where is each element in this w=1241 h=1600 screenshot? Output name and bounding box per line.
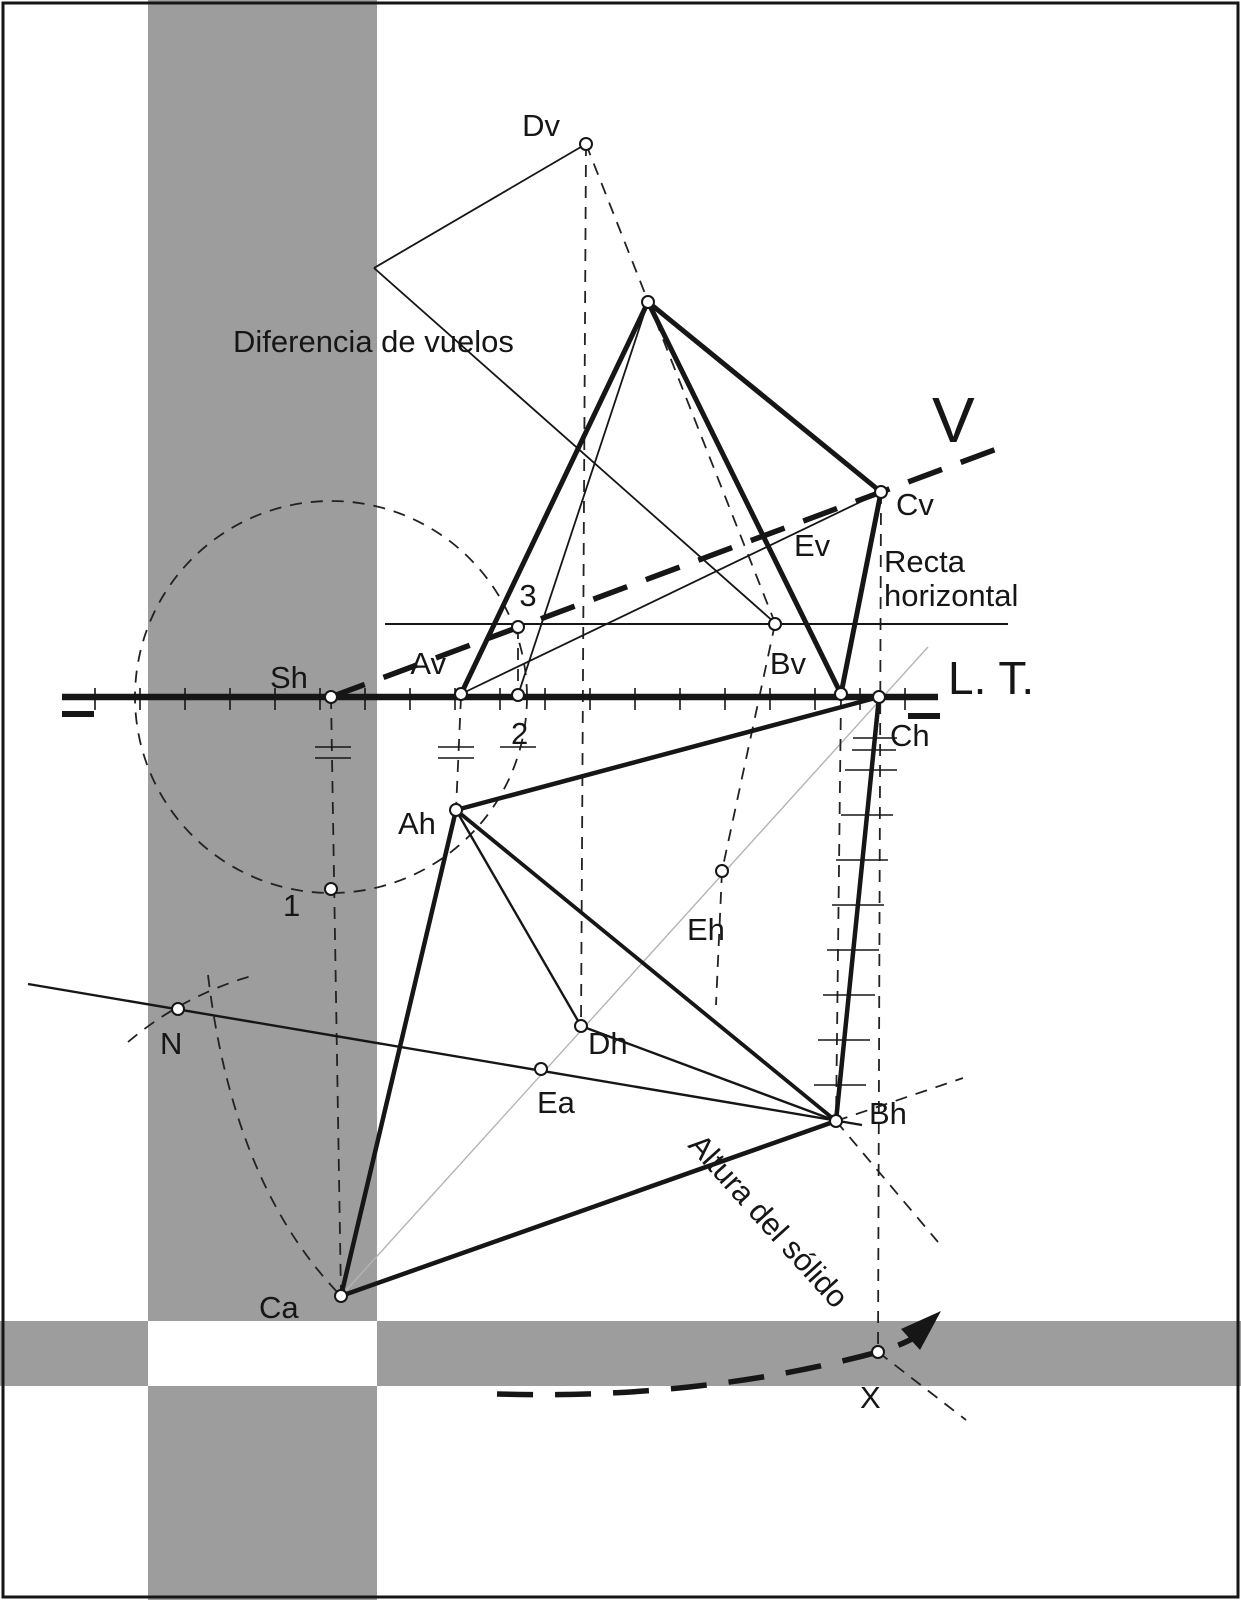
horizontal-projection-edges xyxy=(338,694,882,1299)
label-bv: Bv xyxy=(770,646,807,681)
edge-apex-bv xyxy=(645,300,844,696)
marker-p1 xyxy=(324,882,338,896)
arc-near-n xyxy=(127,974,256,1043)
label-p3: 3 xyxy=(519,578,536,613)
marker-n xyxy=(171,1002,185,1016)
av-cv-line xyxy=(460,491,882,695)
marker-bv xyxy=(834,687,848,701)
label-v-axis: V xyxy=(932,384,975,456)
n-line xyxy=(27,982,863,1127)
label-dv: Dv xyxy=(522,108,560,143)
v-axis-line xyxy=(330,444,1003,700)
label-p2: 2 xyxy=(511,716,528,751)
label-eh: Eh xyxy=(687,912,725,947)
marker-bh xyxy=(829,1114,843,1128)
label-ca: Ca xyxy=(259,1290,299,1325)
edge-apex-av xyxy=(458,300,651,696)
edge-ah-bh xyxy=(454,808,838,1123)
marker-apex xyxy=(641,295,655,309)
altura-rotation-arc xyxy=(496,1311,941,1398)
bv-bh-projection xyxy=(835,696,842,1122)
label-recta-1: Recta xyxy=(884,544,966,579)
label-av: Av xyxy=(410,646,446,681)
marker-ev xyxy=(768,617,782,631)
edge-ch-bh xyxy=(833,696,882,1122)
av-ah-projection xyxy=(455,696,462,811)
vertical-projection-edges xyxy=(458,300,884,696)
label-dh: Dh xyxy=(588,1026,628,1061)
arc-into-ca xyxy=(207,974,342,1297)
marker-av xyxy=(454,687,468,701)
label-altura: Altura del sólido xyxy=(682,1127,856,1314)
marker-ca xyxy=(334,1289,348,1303)
sh-ca-projection xyxy=(330,696,342,1297)
marker-p2 xyxy=(511,688,525,702)
marker-ea xyxy=(534,1062,548,1076)
marker-sh xyxy=(324,690,338,704)
marker-dv xyxy=(579,137,593,151)
label-ground-line: L. T. xyxy=(948,652,1034,704)
label-ev: Ev xyxy=(794,528,831,563)
label-x: X xyxy=(860,1380,881,1415)
bh-ray-upper xyxy=(835,1077,964,1122)
edge-dh-bh xyxy=(580,1024,837,1123)
edge-apex-cv xyxy=(646,300,883,494)
marker-x xyxy=(871,1345,885,1359)
label-sh: Sh xyxy=(270,660,308,695)
marker-ch xyxy=(872,690,886,704)
arrowhead-icon xyxy=(901,1311,941,1350)
thin-solid-lines xyxy=(27,143,1008,1127)
label-ch: Ch xyxy=(890,718,930,753)
eh-extension xyxy=(715,870,723,1006)
label-p1: 1 xyxy=(283,888,300,923)
marker-eh xyxy=(715,864,729,878)
dv-dh-projection xyxy=(580,143,587,1029)
dv-ev-dashed xyxy=(585,143,776,624)
label-ea: Ea xyxy=(537,1085,576,1120)
edge-ah-ch xyxy=(455,694,880,813)
x-extension xyxy=(877,1351,967,1421)
diferencia-segment xyxy=(373,267,776,624)
cv-ch-x-projection xyxy=(877,491,882,1353)
label-n: N xyxy=(160,1026,182,1061)
label-ah: Ah xyxy=(398,806,436,841)
light-axis-line xyxy=(340,646,929,1297)
dv-left-edge xyxy=(373,143,587,269)
band-intersection-gap xyxy=(148,1321,377,1386)
marker-dh xyxy=(574,1019,588,1033)
edge-ca-bh xyxy=(340,1118,837,1299)
point-markers xyxy=(171,137,888,1359)
edge-ah-ca xyxy=(338,809,459,1297)
marker-ah xyxy=(449,803,463,817)
label-cv: Cv xyxy=(896,487,934,522)
label-diferencia: Diferencia de vuelos xyxy=(233,324,514,359)
edge-ah-dh xyxy=(454,809,583,1027)
marker-cv xyxy=(874,485,888,499)
edge-cv-bv xyxy=(838,491,884,695)
label-bh: Bh xyxy=(869,1096,907,1131)
marker-p3 xyxy=(511,620,525,634)
bh-ray-lower xyxy=(835,1120,939,1243)
apex-p2-line xyxy=(517,301,649,696)
label-recta-2: horizontal xyxy=(884,578,1018,613)
ev-eh-projection xyxy=(721,623,776,872)
